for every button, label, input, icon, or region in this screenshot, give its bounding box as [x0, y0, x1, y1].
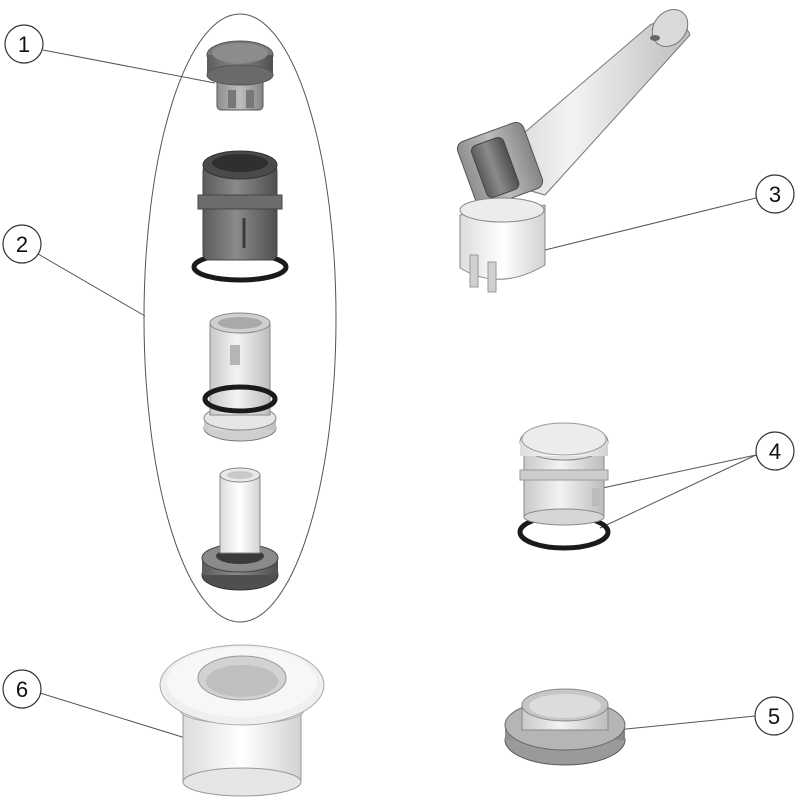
callout-number: 6 — [16, 677, 28, 702]
part-5-ring — [504, 688, 626, 766]
part-2-inner-tube — [202, 312, 278, 442]
part-2-sleeve — [201, 467, 279, 591]
callout-6: 6 — [2, 669, 42, 709]
callout-5: 5 — [754, 696, 794, 736]
part-3-tool — [456, 9, 691, 293]
part-6-flange — [159, 644, 325, 797]
leader-line-4b — [599, 454, 757, 529]
callout-number: 1 — [18, 32, 30, 57]
callout-number: 4 — [769, 439, 781, 464]
leader-line-1 — [42, 49, 216, 84]
callout-number: 2 — [16, 232, 28, 257]
callout-number: 3 — [769, 182, 781, 207]
leader-line-3 — [544, 197, 757, 251]
callout-1: 1 — [4, 24, 44, 64]
part-4-plug — [517, 422, 611, 551]
assembly-group-ellipse — [143, 13, 337, 623]
callout-2: 2 — [2, 224, 42, 264]
callout-number: 5 — [768, 704, 780, 729]
leader-lines — [37, 49, 757, 746]
callout-4: 4 — [755, 431, 795, 471]
leader-line-6 — [39, 692, 209, 746]
callout-3: 3 — [755, 174, 795, 214]
part-2-housing — [191, 150, 289, 283]
leader-line-2 — [37, 253, 146, 317]
part-1-cap — [206, 40, 274, 111]
